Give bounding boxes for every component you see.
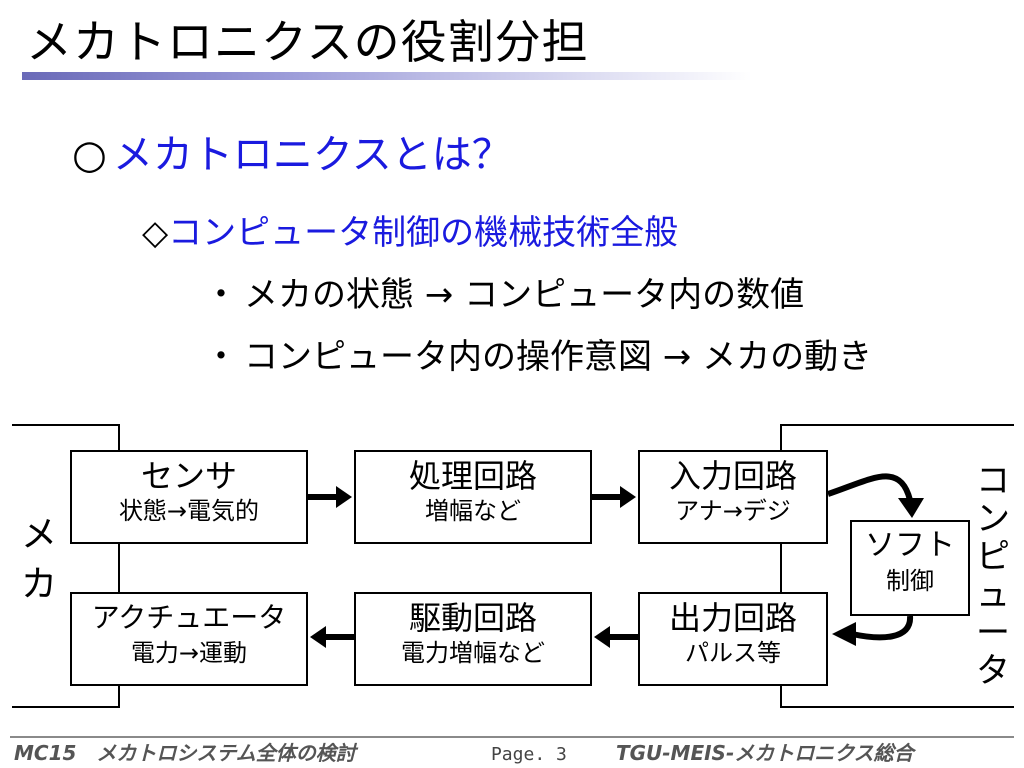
input-title: 入力回路	[668, 457, 797, 495]
bullet-item: ・メカの状態 → コンピュータ内の数値	[204, 272, 804, 318]
footer: MC15 メカトロシステム全体の検討 Page. 3 TGU-MEIS-メカトロ…	[14, 740, 914, 768]
computer-label: コ ン ピ ュ ー タ	[976, 461, 1010, 691]
arrow-software-to-output	[851, 615, 914, 641]
footer-page-number: Page. 3	[490, 744, 567, 765]
arrow-drive-to-actuator	[310, 626, 354, 648]
arrow-software-to-output-head	[832, 622, 856, 646]
computer-frame-bottom	[780, 706, 1014, 708]
bullet-text: コンピュータ内の操作意図 → メカの動き	[244, 337, 873, 377]
output-title: 出力回路	[668, 599, 797, 637]
heading-text: メカトロニクスとは？	[112, 132, 512, 178]
subheading-text: コンピュータ制御の機械技術全般	[168, 213, 679, 253]
software-subtitle: 制御	[886, 567, 934, 595]
actuator-title: アクチュエータ	[91, 601, 287, 634]
processing-box: 処理回路 増幅など	[354, 450, 592, 544]
mecha-frame-right-middle	[118, 544, 120, 592]
sensor-title: センサ	[140, 457, 237, 495]
sensor-subtitle: 状態→電気的	[118, 497, 260, 525]
drive-title: 駆動回路	[408, 599, 537, 637]
footer-organization: TGU-MEIS-メカトロニクス総合	[615, 741, 914, 765]
mecha-frame-bottom	[12, 706, 120, 708]
arrow-output-to-drive	[594, 626, 638, 648]
software-box: ソフト 制御	[850, 520, 970, 616]
actuator-subtitle: 電力→運動	[130, 639, 248, 667]
input-box: 入力回路 アナ→デジ	[638, 450, 828, 544]
drive-box: 駆動回路 電力増幅など	[354, 592, 592, 686]
arrow-input-to-software	[827, 473, 913, 501]
sensor-box: センサ 状態→電気的	[70, 450, 308, 544]
bullet-text: メカの状態 → コンピュータ内の数値	[244, 275, 805, 315]
arrow-input-to-software-head	[898, 498, 924, 518]
bullet-dot-icon: ・	[204, 337, 238, 377]
computer-frame-left-middle	[780, 544, 782, 592]
bullet-item: ・コンピュータ内の操作意図 → メカの動き	[204, 334, 872, 380]
heading: ○メカトロニクスとは？	[72, 130, 512, 180]
diamond-marker-icon: ◇	[142, 213, 169, 253]
processing-subtitle: 増幅など	[425, 497, 521, 525]
title-underline	[22, 72, 752, 80]
mecha-label: メ カ	[20, 514, 57, 605]
computer-frame-left-upper	[780, 424, 782, 452]
circle-marker-icon: ○	[72, 132, 107, 178]
footer-course: MC15 メカトロシステム全体の検討	[14, 741, 356, 765]
mecha-frame-right-upper	[118, 424, 120, 452]
output-subtitle: パルス等	[685, 639, 781, 667]
arrow-sensor-to-processing	[308, 486, 352, 508]
drive-subtitle: 電力増幅など	[401, 639, 545, 667]
mecha-frame-top	[12, 424, 120, 426]
subheading: ◇コンピュータ制御の機械技術全般	[142, 210, 678, 256]
mecha-frame-right-lower	[118, 686, 120, 708]
page-title: メカトロニクスの役割分担	[26, 15, 589, 69]
computer-frame-top	[780, 424, 1014, 426]
footer-divider	[10, 736, 1014, 738]
bullet-dot-icon: ・	[204, 275, 238, 315]
input-subtitle: アナ→デジ	[675, 497, 791, 525]
computer-frame-left-lower	[780, 686, 782, 708]
actuator-box: アクチュエータ 電力→運動	[70, 592, 308, 686]
arrow-processing-to-input	[592, 486, 636, 508]
software-title: ソフト	[865, 528, 955, 563]
output-box: 出力回路 パルス等	[638, 592, 828, 686]
processing-title: 処理回路	[408, 457, 537, 495]
